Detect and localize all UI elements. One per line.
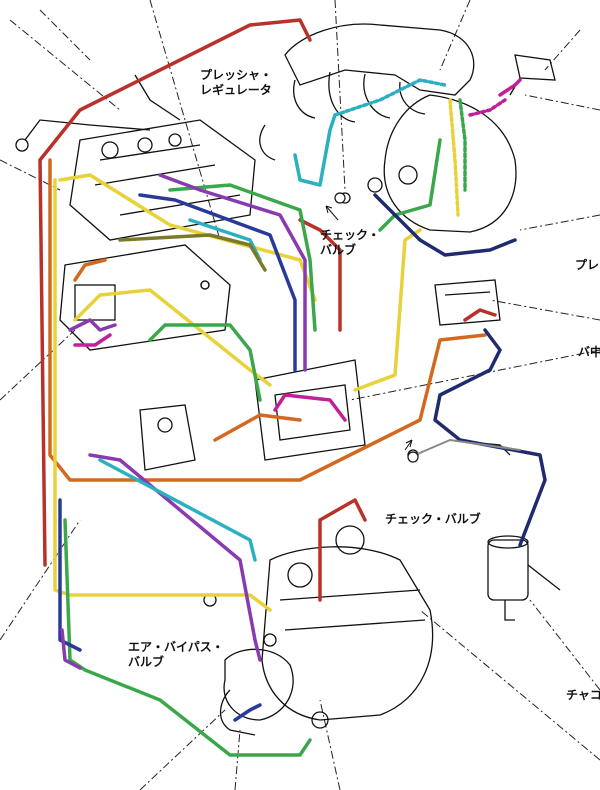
hose-green-top [168, 183, 317, 332]
hose-magenta-top [498, 78, 522, 97]
hose-magenta-dotted [468, 98, 507, 117]
hose-cyan-lower [98, 458, 257, 562]
hose-gray [414, 439, 521, 456]
hose-navy-lower [433, 328, 547, 547]
edge-label-chako-text: チャコ [566, 688, 600, 702]
hose-cyan-top [293, 113, 337, 187]
hose-navy-right [373, 193, 517, 257]
hose-red-lower [318, 498, 367, 602]
hose-red-right [298, 218, 342, 332]
hose-green-mid [148, 323, 262, 402]
air-bypass-valve-label-line2: バルブ [128, 655, 165, 669]
pressure-regulator-label-line1: プレッシャ・ [200, 68, 273, 82]
pointer-arrows [325, 205, 413, 451]
hose-yellow-left [53, 178, 272, 612]
edge-label-chako: チャコ [566, 688, 600, 703]
hose-orange-3 [213, 413, 302, 442]
hose-green-left [63, 518, 312, 757]
hose-orange [48, 158, 487, 482]
hose-purple-left [68, 318, 117, 332]
edge-label-bachu: バ中 [578, 345, 600, 360]
check-valve-top-symbol [334, 192, 346, 204]
check-valve-right-label-text: チェック・バルブ [385, 512, 481, 526]
vacuum-hoses [38, 18, 547, 757]
pressure-regulator-label-line2: レギュレータ [200, 83, 272, 97]
edge-label-pure: プレ [575, 258, 599, 273]
hose-olive [118, 233, 267, 272]
hose-cyan-dotted [333, 78, 447, 117]
air-bypass-valve-label-line1: エア・バイパス・ [128, 640, 224, 654]
hose-magenta-lower [273, 393, 347, 422]
hose-purple-top [158, 173, 307, 372]
hose-red-short [463, 308, 497, 322]
engine-line-art [15, 23, 561, 736]
check-valve-right-symbol [407, 451, 419, 463]
pressure-regulator-label: プレッシャ・ レギュレータ [200, 68, 272, 98]
air-bypass-valve-label: エア・バイパス・ バルブ [128, 640, 224, 670]
hose-green-dotted [458, 98, 467, 192]
hose-blue-lower [233, 703, 262, 722]
hose-blue-top [138, 193, 297, 372]
hose-yellow-dotted [448, 98, 460, 217]
hose-yellow-right [353, 228, 422, 392]
check-valve-right-label: チェック・バルブ [385, 512, 481, 527]
hose-purple-mid [88, 453, 262, 662]
check-valve-markers [334, 192, 419, 463]
check-valve-top-label: チェック・ バルブ [320, 228, 380, 258]
hose-orange-2 [73, 258, 107, 282]
hose-magenta-left [73, 333, 112, 347]
hose-red-outer [38, 18, 312, 567]
edge-label-bachu-text: バ中 [578, 345, 600, 359]
hose-blue-left [58, 498, 82, 652]
edge-label-pure-text: プレ [575, 258, 600, 272]
check-valve-top-label-line1: チェック・ [320, 228, 380, 242]
hose-purple-lower [60, 628, 82, 670]
hose-green-right [378, 138, 442, 232]
check-valve-top-label-line2: バルブ [320, 243, 357, 257]
